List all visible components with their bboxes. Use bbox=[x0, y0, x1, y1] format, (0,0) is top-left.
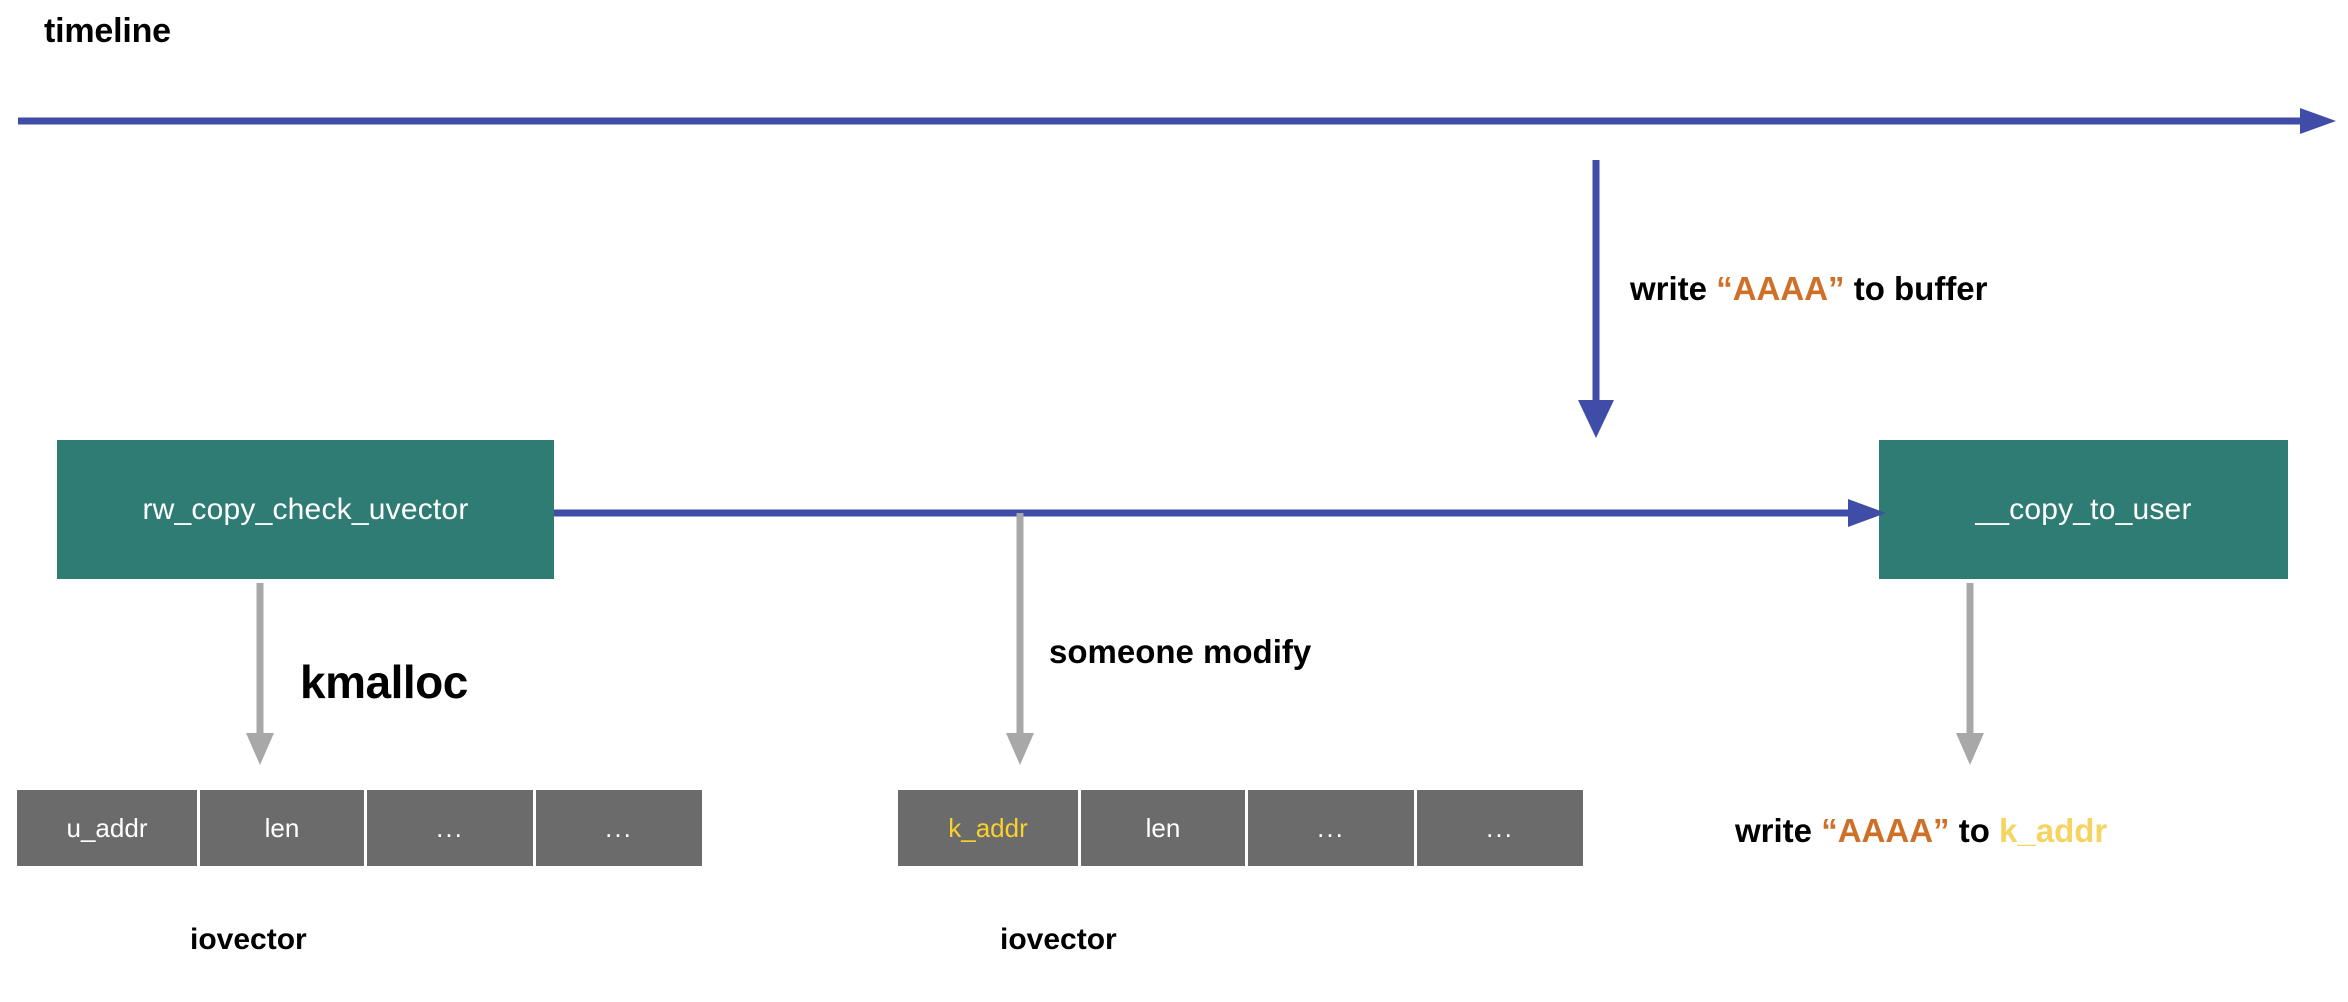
write-buffer-prefix: write bbox=[1630, 270, 1717, 307]
iovector-cell-ellipsis-1[interactable]: ... bbox=[1248, 790, 1414, 866]
someone-modify-arrow-icon bbox=[1006, 513, 1034, 765]
iovector-cell-len[interactable]: len bbox=[1081, 790, 1245, 866]
iovector-table-1: u_addr len ... ... bbox=[17, 790, 702, 866]
iovector-caption-1: iovector bbox=[190, 923, 307, 956]
kmalloc-label: kmalloc bbox=[300, 656, 468, 708]
function-box-label: __copy_to_user bbox=[1975, 492, 2192, 526]
function-box-label: rw_copy_check_uvector bbox=[142, 492, 469, 526]
iovector-cell-label: k_addr bbox=[948, 812, 1028, 843]
timeline-arrow-icon bbox=[18, 108, 2336, 134]
iovector-cell-ellipsis-1[interactable]: ... bbox=[367, 790, 533, 866]
write-kaddr-target: k_addr bbox=[1999, 812, 2108, 849]
timeline-label: timeline bbox=[44, 12, 171, 50]
write-out-arrow-icon bbox=[1956, 583, 1984, 765]
iovector-cell-k-addr[interactable]: k_addr bbox=[898, 790, 1078, 866]
function-box-rw-copy-check-uvector[interactable]: rw_copy_check_uvector bbox=[57, 440, 554, 579]
write-kaddr-value: “AAAA” bbox=[1821, 812, 1950, 849]
write-buffer-arrow-icon bbox=[1578, 160, 1614, 438]
iovector-cell-label: ... bbox=[1317, 812, 1345, 843]
iovector-cell-label: len bbox=[264, 812, 300, 843]
iovector-caption-2: iovector bbox=[1000, 923, 1117, 956]
write-buffer-label: write “AAAA” to buffer bbox=[1630, 270, 1988, 308]
iovector-cell-u-addr[interactable]: u_addr bbox=[17, 790, 197, 866]
write-kaddr-prefix: write bbox=[1735, 812, 1822, 849]
call-flow-arrow-icon bbox=[554, 499, 1886, 527]
iovector-cell-label: ... bbox=[1486, 812, 1514, 843]
iovector-cell-len[interactable]: len bbox=[200, 790, 364, 866]
iovector-cell-label: u_addr bbox=[66, 812, 148, 843]
write-kaddr-label: write “AAAA” to k_addr bbox=[1735, 812, 2107, 850]
iovector-cell-label: ... bbox=[436, 812, 464, 843]
iovector-cell-ellipsis-2[interactable]: ... bbox=[536, 790, 702, 866]
write-kaddr-middle: to bbox=[1949, 812, 2000, 849]
write-buffer-suffix: to buffer bbox=[1844, 270, 1988, 307]
write-buffer-value: “AAAA” bbox=[1716, 270, 1845, 307]
someone-modify-label: someone modify bbox=[1049, 633, 1312, 670]
iovector-cell-label: len bbox=[1145, 812, 1181, 843]
kmalloc-arrow-icon bbox=[246, 583, 274, 765]
iovector-cell-label: ... bbox=[605, 812, 633, 843]
iovector-cell-ellipsis-2[interactable]: ... bbox=[1417, 790, 1583, 866]
iovector-table-2: k_addr len ... ... bbox=[898, 790, 1583, 866]
function-box-copy-to-user[interactable]: __copy_to_user bbox=[1879, 440, 2288, 579]
